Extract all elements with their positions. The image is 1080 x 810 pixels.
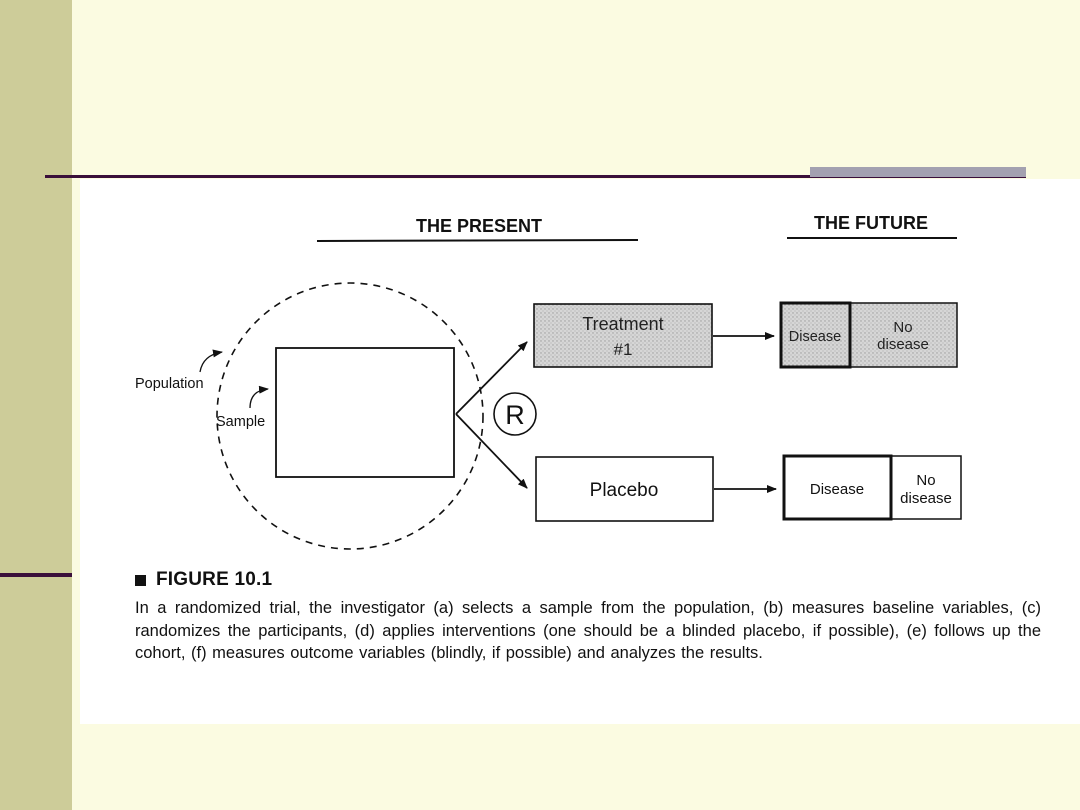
treatment-label-line2: #1 xyxy=(614,340,633,359)
placebo-label: Placebo xyxy=(590,480,659,501)
header-present-underline xyxy=(316,239,639,242)
outcome-top-disease-cell xyxy=(779,301,852,369)
left-decorative-bar xyxy=(0,0,72,810)
placebo-box xyxy=(535,456,714,522)
population-pointer-arrow xyxy=(199,349,223,373)
left-bar-divider xyxy=(0,573,72,577)
figure-scan xyxy=(80,179,1080,724)
outcome-bottom-no-line2: disease xyxy=(900,490,952,507)
outcome-bottom-disease-label: Disease xyxy=(810,481,864,498)
sample-box xyxy=(275,347,455,478)
figure-caption: FIGURE 10.1 In a randomized trial, the i… xyxy=(135,569,1041,665)
randomize-symbol-circle xyxy=(493,392,537,436)
population-circle xyxy=(216,282,484,550)
outcome-top-box xyxy=(780,302,958,368)
header-present: THE PRESENT xyxy=(416,216,542,236)
outcome-bottom-no-line1: No xyxy=(916,472,935,489)
caption-bullet-square xyxy=(135,574,146,586)
outcome-top-no-line1: No xyxy=(893,319,912,336)
title-divider-line xyxy=(45,175,1026,178)
header-future: THE FUTURE xyxy=(814,213,928,233)
branch-to-treatment-arrow xyxy=(455,341,528,415)
sample-pointer-arrow xyxy=(249,385,269,409)
randomize-symbol: R xyxy=(505,400,525,430)
caption-text: In a randomized trial, the investigator … xyxy=(135,599,1041,662)
caption-title: FIGURE 10.1 xyxy=(156,569,273,590)
population-label: Population xyxy=(135,376,204,392)
sample-label: Sample xyxy=(216,414,265,430)
title-accent-block xyxy=(810,167,1026,177)
branch-to-placebo-arrow xyxy=(455,413,528,489)
outcome-top-disease-label: Disease xyxy=(789,329,841,345)
outcome-top-no-line2: disease xyxy=(877,336,929,353)
treatment-label-line1: Treatment xyxy=(582,314,663,334)
caption-title-row: FIGURE 10.1 xyxy=(135,569,1041,591)
outcome-bottom-disease-cell xyxy=(782,454,893,521)
treatment-box xyxy=(533,303,713,368)
outcome-bottom-box xyxy=(783,455,962,520)
